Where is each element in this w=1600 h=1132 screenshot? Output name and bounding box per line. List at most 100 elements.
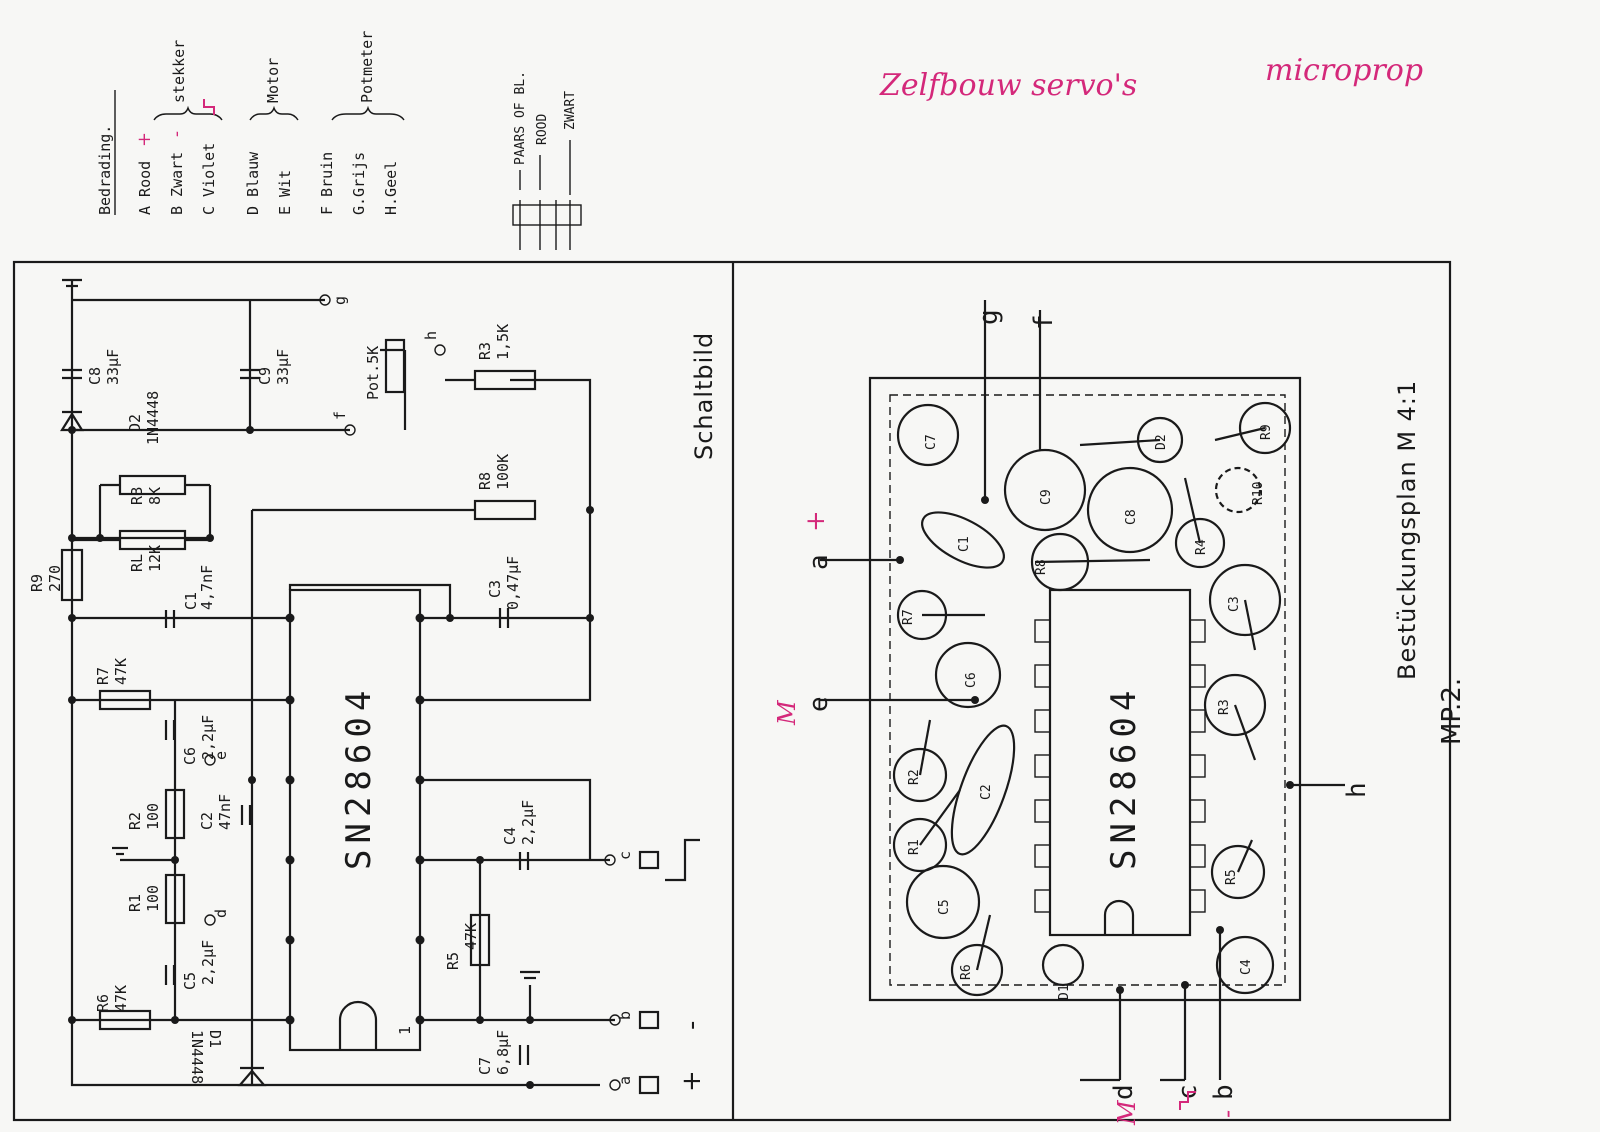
label-c7: C7 [476,1057,494,1075]
label-r2-value: 100 [144,803,162,830]
legend-mark-b: - [166,131,187,137]
pin-d: d [1109,1084,1139,1100]
connector-label-black: ZWART [563,91,578,130]
label-d2: D2 [126,414,144,432]
part-r2: R2 [907,769,922,785]
label-r2: R2 [126,812,144,830]
layout-ic-label: SN28604 [1104,685,1144,870]
layout-title: Bestückungsplan M 4:1 [1393,380,1421,680]
legend-entry-h: H.Geel [382,161,400,215]
handwritten-title-part1: Zelfbouw servo's [879,68,1137,103]
legend-heading: Bedrading. [96,125,114,215]
part-r8: R8 [1034,559,1049,575]
part-c8: C8 [1124,509,1139,525]
connector-sketch: PAARS OF BL. ROOD ZWART [512,71,582,250]
legend-entry-c: C Violet [200,143,218,215]
pink-m-top: M [773,699,801,726]
pink-plus: + [801,510,831,532]
layout-code: MP.2. [1437,678,1467,745]
ic-notch [338,1000,378,1050]
pin-h: h [1342,782,1372,798]
resistor-rl [118,529,187,551]
node-d: d [212,909,230,918]
diode-d2 [60,410,84,432]
node-a: a [616,1076,634,1085]
resistor-r3 [473,369,537,391]
pin-f: f [1029,314,1059,330]
pin-b: b [1209,1084,1239,1100]
resistor-r6 [98,1009,152,1031]
label-c4: C4 [501,827,519,845]
wiring-legend: Bedrading. A Rood + B Zwart - C Violet D… [96,31,405,215]
diode-d1 [237,1066,267,1087]
connector-label-red: ROOD [535,114,550,145]
schematic-title: Schaltbild [690,332,718,460]
resistor-r7 [98,689,152,711]
label-r7-value: 47K [112,658,130,685]
part-r4: R4 [1194,539,1209,555]
schematic-ic-label: SN28604 [339,685,379,870]
legend-entry-d: D Blauw [244,151,262,215]
label-c7-value: 6,8µF [494,1030,512,1075]
part-c3: C3 [1227,596,1242,612]
part-r10: R10 [1251,482,1266,505]
pcb-outline [868,376,1302,1002]
pin-g: g [974,309,1004,325]
legend-mark-a: + [134,132,155,147]
label-rb: RB [128,487,146,505]
label-c4-value: 2,2µF [519,800,537,845]
node-c: c [616,851,634,860]
label-d2-value: 1N4448 [144,391,162,445]
legend-entry-g: G.Grijs [350,152,368,215]
label-r1: R1 [126,894,144,912]
node-h: h [422,331,440,340]
label-r5: R5 [444,952,462,970]
pin-e: e [804,696,834,712]
legend-entry-b: B Zwart [168,152,186,215]
schematic: Schaltbild SN28604 1 [28,278,718,1095]
part-c6: C6 [964,672,979,688]
label-rl-value: 12K [146,545,164,572]
part-c9: C9 [1039,489,1054,505]
node-b: b [616,1011,634,1020]
resistor-r1 [164,873,186,925]
label-c8-value: 33µF [104,349,122,385]
part-r9: R9 [1259,424,1274,440]
label-r3: R3 [476,342,494,360]
handwritten-title-part2: microprop [1265,53,1423,88]
label-pot: Pot.5K [364,346,382,400]
label-r7: R7 [94,667,112,685]
part-c5: C5 [937,899,952,915]
label-rl: RL [128,554,146,572]
part-c7: C7 [924,434,939,450]
label-c3: C3 [486,580,504,598]
resistor-r8 [473,499,537,521]
label-c3-value: 0,47µF [504,556,522,610]
label-c9: C9 [256,367,274,385]
sign-minus: - [677,1021,707,1030]
node-e: e [212,751,230,760]
label-r9-value: 270 [46,565,64,592]
pink-minus: - [1213,1110,1241,1118]
label-c5: C5 [181,972,199,990]
label-rb-value: 8K [146,487,164,505]
label-r8: R8 [476,472,494,490]
part-c4: C4 [1239,959,1254,975]
part-c1: C1 [957,536,972,552]
connector-label-purple: PAARS OF BL. [513,71,528,165]
schematic-ic [288,588,422,1052]
legend-entry-a: A Rood [136,161,154,215]
label-c1-value: 4,7nF [198,565,216,610]
ic-pin1-label: 1 [396,1026,414,1035]
label-c8: C8 [86,367,104,385]
label-c2: C2 [198,812,216,830]
resistor-r9 [60,548,84,602]
pink-m-bottom: M [1113,1099,1141,1126]
part-r7: R7 [901,609,916,625]
label-c2-value: 47nF [216,794,234,830]
part-r6: R6 [959,964,974,980]
sign-plus: + [677,1070,707,1092]
potentiometer [384,338,406,394]
